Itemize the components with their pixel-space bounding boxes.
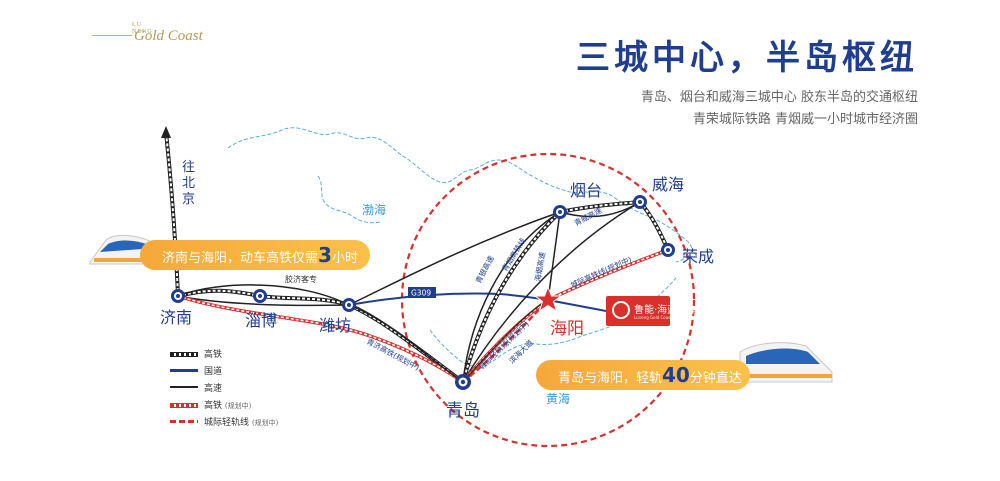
legend-item-light-rail: 城际轻轨线 (规划中) (170, 412, 310, 429)
brand-name: Gold Coast (134, 28, 203, 44)
banner-qingdao-number: 40 (662, 363, 690, 387)
project-badge-small: Luneng Gold Coast (634, 315, 672, 320)
banner-qingdao-unit: 分钟直达 (689, 371, 742, 386)
legend-swatch-national-road (170, 369, 198, 372)
legend-item-hsr-planned: 高铁 (规划中) (170, 395, 310, 412)
page-subtitle-2: 青荣城际铁路 青烟威一小时城市经济圈 (692, 112, 918, 127)
route-yantai-weihai-inner (559, 201, 641, 213)
route-weifang-yantai (348, 211, 561, 306)
brand-rule (92, 35, 132, 36)
label-chengji: 城际高铁线(规划中) (569, 254, 633, 290)
banner-jinan-unit: 小时 (331, 251, 358, 266)
route-weifang-qingdao (348, 304, 464, 383)
page-subtitle-1: 青岛、烟台和威海三城中心 胶东半岛的交通枢纽 (640, 90, 918, 105)
banner-qingdao: 青岛与海阳，轻轨40分钟直达 (536, 360, 750, 390)
legend-swatch-light-rail (170, 420, 198, 423)
banner-jinan: 济南与海阳，动车高铁仅需3小时 (140, 240, 370, 270)
route-to-beijing (164, 131, 180, 297)
legend-swatch-hsr (170, 352, 198, 357)
city-weihai: 威海 (652, 175, 684, 194)
hub-radius-circle (400, 152, 696, 448)
city-yantai: 烟台 (570, 181, 602, 200)
station-dot-icon (253, 289, 267, 303)
city-qingdao: 青岛 (446, 401, 480, 421)
sea-huanghai: 黄海 (546, 391, 570, 406)
to-beijing-2: 北 (182, 176, 195, 191)
station-dot-icon (171, 289, 185, 303)
legend-label-light-rail: 城际轻轨线 (规划中) (204, 418, 279, 428)
station-dot-icon (342, 298, 356, 312)
star-icon (533, 285, 563, 313)
station-dot-icon (633, 195, 647, 209)
coastline-north (227, 127, 693, 263)
map-legend: 高铁 国道 高速 高铁 (规划中) 城际轻轨线 (规划中) (170, 344, 310, 429)
project-badge-text: 鲁能·海蓝金岸 (634, 305, 698, 316)
route-chengji-planned-inner (462, 249, 669, 383)
legend-item-expressway: 高速 (170, 378, 310, 395)
project-logo-icon (612, 301, 630, 319)
label-qingyin: 青银高速 (473, 253, 496, 285)
route-g309 (348, 292, 549, 306)
banner-jinan-number: 3 (318, 243, 332, 267)
route-expressway-jinan (177, 284, 350, 306)
label-jiaoji: 胶济客专 (285, 274, 317, 284)
city-weifang: 潍坊 (319, 316, 351, 335)
train-icon (739, 342, 833, 383)
banner-qingdao-text: 青岛与海阳，轻轨 (558, 371, 663, 386)
legend-label-expressway: 高速 (204, 384, 223, 394)
coastline-bohai-inlet (317, 175, 381, 224)
route-g309-east (547, 299, 607, 312)
route-haiyan (547, 211, 561, 301)
arrow-up-icon (161, 126, 171, 138)
city-zibo: 淄博 (245, 311, 277, 330)
sea-bohai: 渤海 (362, 202, 386, 217)
brand-sub: LU NENG (132, 22, 153, 35)
legend-item-hsr: 高铁 (170, 344, 310, 361)
banner-jinan-text: 济南与海阳，动车高铁仅需 (162, 251, 319, 266)
legend-label-hsr-planned: 高铁 (规划中) (204, 401, 252, 411)
legend-label-hsr: 高铁 (204, 350, 223, 360)
to-beijing-1: 往 (182, 160, 195, 175)
route-yantai-weihai-exp (559, 201, 641, 218)
coastline-south (429, 277, 677, 367)
project-badge: 鲁能·海蓝金岸 Luneng Gold Coast (606, 296, 697, 326)
route-qingdao-light (462, 299, 549, 383)
route-qingwei (462, 201, 641, 383)
page-title: 三城中心，半岛枢纽 (576, 38, 918, 78)
station-dot-icon (553, 205, 567, 219)
station-dot-icon (661, 243, 675, 257)
city-haiyang: 海阳 (550, 319, 584, 339)
brand-logo: LU NENG Gold Coast (92, 22, 232, 46)
route-qingyan-hsr-inner (462, 211, 561, 383)
legend-swatch-hsr-planned (170, 403, 198, 408)
legend-label-national-road: 国道 (204, 367, 223, 377)
g309-plate (408, 287, 436, 298)
legend-swatch-expressway (170, 386, 198, 388)
legend-item-national-road: 国道 (170, 361, 310, 378)
station-dot-icon (455, 374, 471, 390)
route-to-beijing-inner (165, 131, 179, 297)
city-rongcheng: 荣成 (682, 247, 714, 266)
to-beijing-3: 京 (182, 192, 195, 207)
route-expressway-jinan-2 (177, 295, 350, 307)
route-qingyin (462, 211, 561, 383)
city-jinan: 济南 (160, 308, 192, 327)
route-qingji-planned-inner (177, 295, 464, 383)
g309-label: G309 (411, 289, 431, 298)
